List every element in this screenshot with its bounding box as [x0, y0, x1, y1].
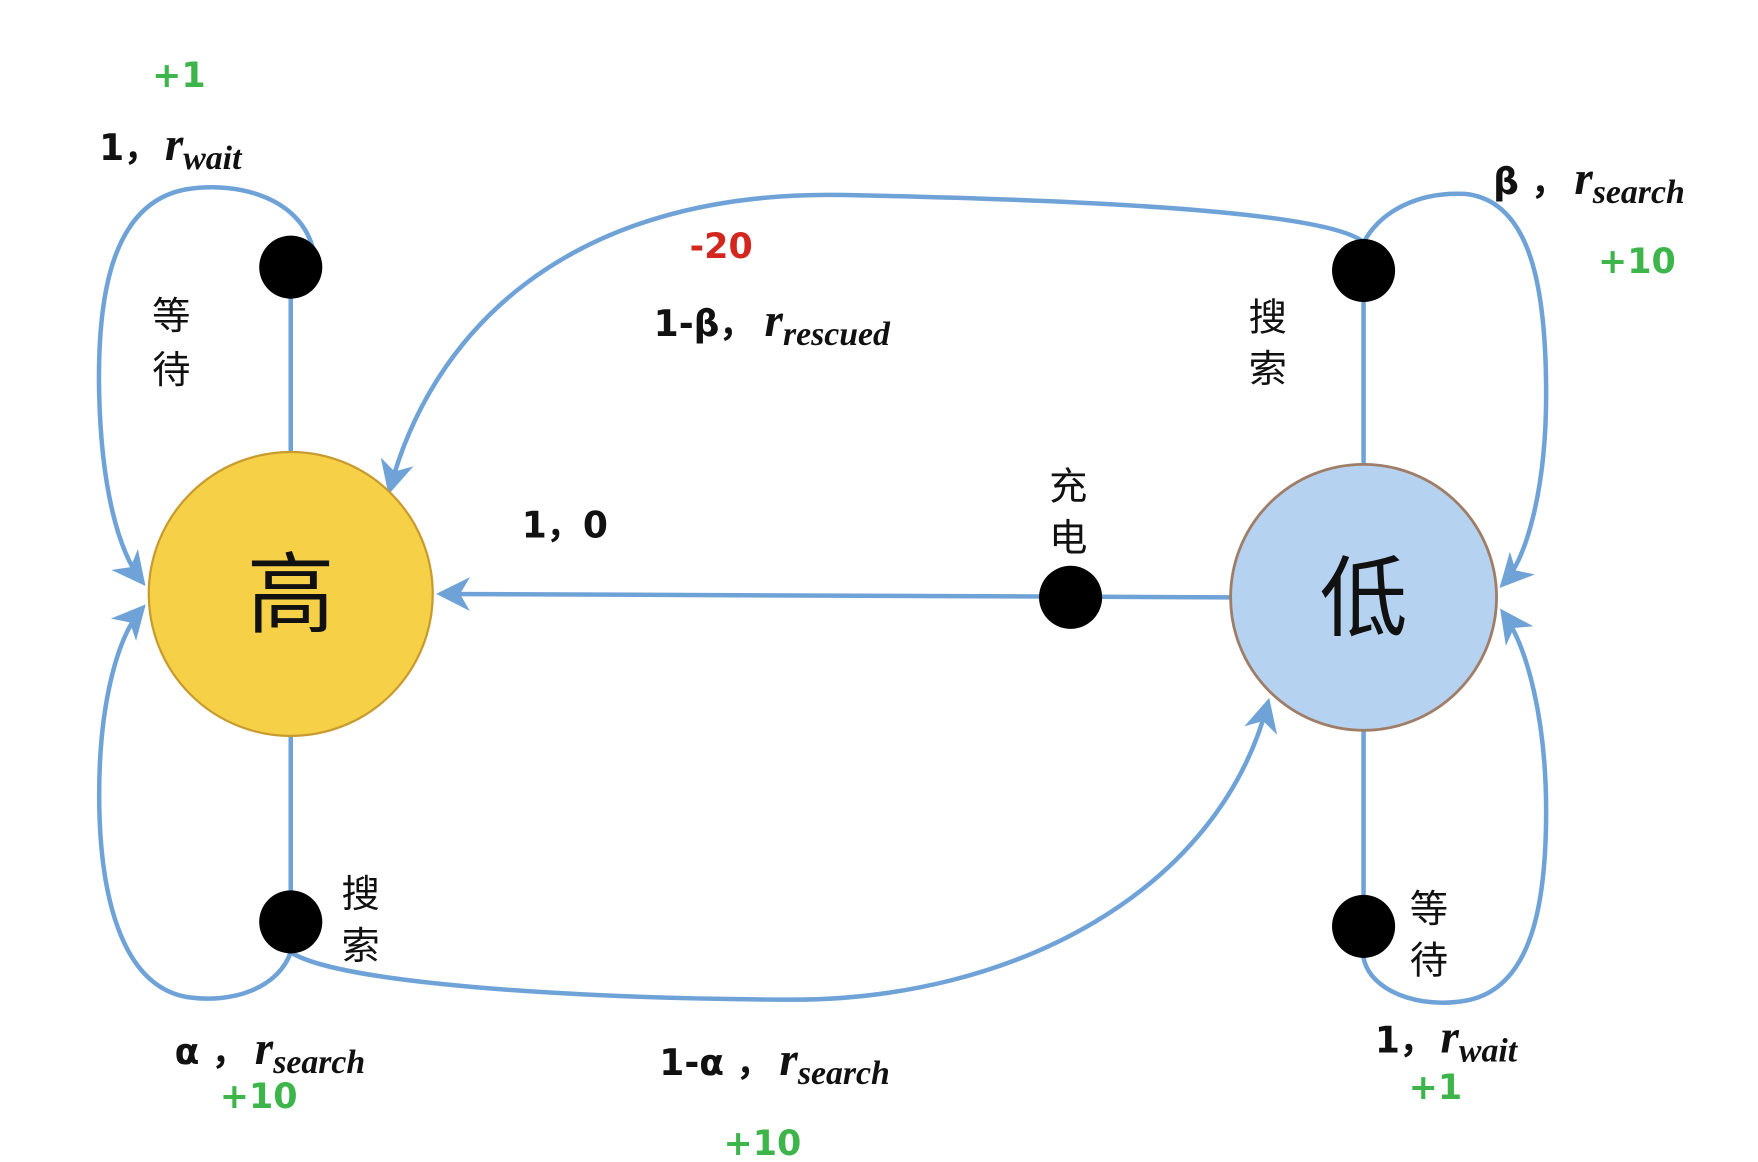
prob-high-wait: 1，	[99, 127, 160, 169]
prob-low-search-stay: β ，	[1493, 161, 1567, 203]
state-low-circle	[1229, 462, 1498, 732]
reward-subscript: search	[272, 1044, 365, 1081]
prob-high-search-stay: α ，	[175, 1031, 248, 1073]
action-dot-low-wait	[1332, 894, 1396, 958]
reward-subscript: rescued	[783, 316, 891, 353]
action-dot-low-search	[1332, 238, 1396, 303]
action-label-high-wait-1: 等	[152, 294, 190, 339]
action-label-low-search-1: 搜	[1249, 295, 1287, 340]
reward-symbol: r	[1440, 1012, 1459, 1064]
label-low-recharge: 1，0	[522, 505, 608, 547]
prob-high-search-to-low: 1-α ，	[659, 1042, 772, 1084]
reward-high-search-to-low: +10	[723, 1124, 801, 1162]
action-label-recharge-1: 充	[1049, 464, 1087, 509]
state-high-label: 高	[247, 544, 335, 647]
reward-subscript: search	[797, 1055, 890, 1092]
arrow-low-wait-loop	[1361, 608, 1549, 1005]
reward-subscript: search	[1592, 174, 1685, 211]
action-label-low-search-2: 索	[1249, 347, 1287, 392]
label-low-search-stay: β ，rsearch	[1493, 153, 1685, 211]
action-label-high-wait-2: 待	[152, 348, 190, 393]
prob-low-wait: 1，	[1375, 1020, 1436, 1062]
reward-low-search-stay: +10	[1598, 242, 1676, 282]
label-high-search-to-low: 1-α ，rsearch	[659, 1034, 890, 1092]
arrow-low-search-stay	[1361, 191, 1549, 588]
reward-high-wait: +1	[152, 56, 206, 96]
reward-subscript: wait	[1459, 1033, 1519, 1070]
action-label-high-search-1: 搜	[341, 872, 379, 917]
reward-low-wait: +1	[1409, 1068, 1463, 1108]
label-high-wait-loop: 1，rwait	[99, 119, 243, 177]
label-low-search-rescued: 1-β，rrescued	[654, 295, 891, 353]
label-low-wait-loop: 1，rwait	[1375, 1012, 1519, 1070]
reward-high-search-stay: +10	[220, 1077, 298, 1117]
reward-symbol: r	[1574, 153, 1593, 205]
arrow-high-search-to-low	[288, 697, 1278, 1002]
arrow-low-recharge	[436, 577, 1233, 611]
state-high-circle	[147, 450, 434, 738]
arrow-high-search-stay	[96, 604, 293, 1001]
state-low-label: 低	[1320, 547, 1408, 650]
reward-symbol: r	[779, 1034, 798, 1086]
reward-subscript: wait	[183, 140, 243, 177]
action-dot-high-search	[259, 890, 323, 954]
prob-low-search-rescued: 1-β，	[654, 303, 756, 345]
arrow-high-wait-loop	[96, 185, 316, 586]
reward-symbol: r	[765, 295, 784, 347]
reward-symbol: r	[165, 119, 184, 171]
action-label-recharge-2: 电	[1049, 516, 1087, 561]
action-label-low-wait-1: 等	[1410, 887, 1448, 932]
action-dot-low-recharge	[1039, 565, 1103, 629]
action-label-high-search-2: 索	[341, 924, 379, 969]
action-label-low-wait-2: 待	[1410, 939, 1448, 984]
action-dot-high-wait	[259, 235, 323, 299]
reward-symbol: r	[255, 1023, 274, 1075]
arrow-low-search-rescued	[380, 192, 1366, 495]
reward-low-search-rescued: -20	[690, 227, 753, 267]
label-high-search-stay: α ，rsearch	[175, 1023, 366, 1081]
